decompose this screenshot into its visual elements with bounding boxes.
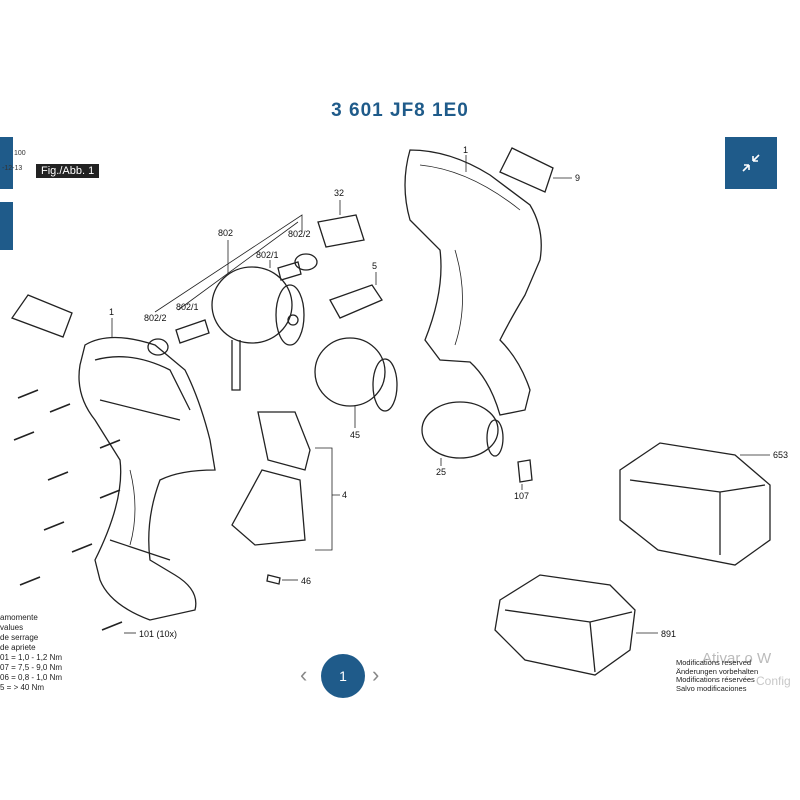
part-5 (329, 284, 383, 319)
callout-9: 9 (575, 173, 581, 183)
watermark-line1: Ativar o W (702, 650, 772, 667)
callout-46: 46 (301, 576, 312, 586)
leader-lines (111, 155, 770, 634)
torque-note: de apriete (0, 643, 36, 652)
callout-107: 107 (514, 491, 530, 501)
figure-label: Fig./Abb. 1 (36, 164, 100, 178)
callout-1-right: 1 (463, 145, 469, 155)
modifications-line: Änderungen vorbehalten (676, 666, 759, 676)
housing-right (404, 149, 542, 416)
ring-802-2 (294, 253, 318, 271)
callout-802: 802 (218, 228, 234, 238)
ring-802-2-left (147, 338, 169, 356)
battery-891 (494, 574, 636, 676)
side-tab-top[interactable] (0, 137, 13, 189)
torque-note: amomente (0, 613, 38, 622)
modifications-line: Modifications réservées (676, 675, 755, 684)
callout-32: 32 (334, 188, 345, 198)
label-plate-9 (499, 147, 554, 193)
side-tab-bottom[interactable] (0, 202, 13, 250)
torque-note: de serrage (0, 633, 39, 642)
part-802-1-top (277, 261, 302, 281)
page-title: 3 601 JF8 1E0 (331, 100, 469, 121)
part-802-1 (175, 319, 210, 344)
pager: ‹ 1 › (300, 654, 390, 698)
modifications-note: Modifications reserved Änderungen vorbeh… (676, 658, 759, 693)
callout-4: 4 (342, 490, 348, 500)
part-32 (317, 214, 365, 248)
meta-line1: 100 (14, 150, 26, 157)
torque-note: 5 = > 40 Nm (0, 683, 45, 692)
chevron-left-icon[interactable]: ‹ (300, 662, 308, 687)
callout-5: 5 (372, 261, 378, 271)
torque-note: 06 = 0,8 - 1,0 Nm (0, 673, 63, 682)
charger-653 (619, 442, 771, 566)
torque-note: 01 = 1,0 - 1,2 Nm (0, 653, 63, 662)
callout-1-left: 1 (109, 307, 115, 317)
page-1-button[interactable]: 1 (321, 654, 365, 698)
label-plate-left (10, 294, 73, 338)
screw-107 (517, 459, 533, 483)
callout-802-1-left: 802/1 (176, 302, 199, 312)
shrink-arrows-icon (742, 154, 760, 172)
screws-101 (13, 389, 123, 631)
modifications-line: Salvo modificaciones (676, 683, 747, 693)
switch-module-4 (231, 411, 311, 546)
callout-802-2-left: 802/2 (144, 313, 167, 323)
gearbox-45 (314, 337, 398, 412)
modifications-line: Modifications reserved (676, 658, 752, 667)
part-46 (266, 574, 281, 585)
torque-note: values (0, 623, 24, 632)
watermark-line2: Config (756, 674, 791, 688)
callout-653: 653 (773, 450, 789, 460)
collapse-button[interactable] (725, 137, 777, 189)
meta-line2: -12-13 (2, 165, 23, 172)
housing-left (78, 336, 216, 621)
torque-notes: amomente values de serrage de apriete 01… (0, 613, 62, 693)
motor-802 (211, 266, 305, 391)
callout-45: 45 (350, 430, 361, 440)
callout-101: 101 (10x) (139, 629, 178, 639)
torque-note: 07 = 7,5 - 9,0 Nm (0, 663, 63, 672)
callout-25: 25 (436, 467, 447, 477)
chuck-25 (421, 401, 504, 459)
callout-802-2-top: 802/2 (288, 229, 311, 239)
callout-891: 891 (661, 629, 677, 639)
callout-802-1-top: 802/1 (256, 250, 279, 260)
chevron-right-icon[interactable]: › (372, 662, 380, 687)
